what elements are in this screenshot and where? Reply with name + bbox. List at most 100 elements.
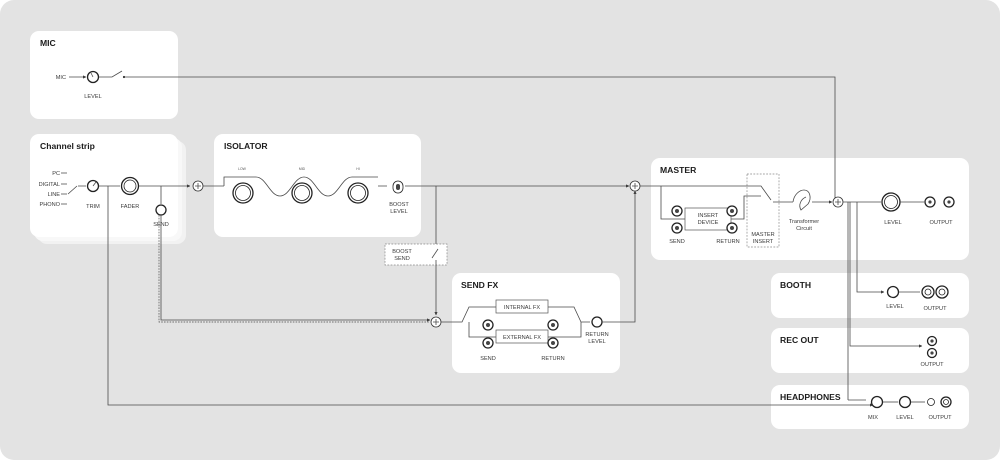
return-level-label-2: LEVEL xyxy=(588,339,605,345)
boost-send-box xyxy=(384,243,448,266)
transformer-label-1: Transformer xyxy=(789,219,819,225)
headphones-level-knob xyxy=(898,395,912,409)
master-return-jack-bottom-pin xyxy=(730,226,734,230)
isolator-hi-label: HI xyxy=(356,167,359,171)
transformer-icon xyxy=(792,189,811,211)
boost-send-label-1: BOOST xyxy=(392,249,412,255)
master-return-jack-top-pin xyxy=(730,209,734,213)
master-send-label: SEND xyxy=(669,239,685,245)
booth-output-label: OUTPUT xyxy=(924,306,948,312)
wire-insert-loop xyxy=(660,186,761,220)
master-output-jack-left-pin xyxy=(928,200,932,204)
channel-strip-section xyxy=(30,134,178,237)
headphones-mix-knob xyxy=(870,395,884,409)
external-fx-label: EXTERNAL FX xyxy=(503,335,541,341)
headphones-mini-jack xyxy=(927,398,935,406)
master-output-label: OUTPUT xyxy=(930,220,954,226)
wire-send-to-fx-sum xyxy=(160,215,431,322)
headphones-section xyxy=(771,385,969,429)
master-return-label: RETURN xyxy=(716,239,739,245)
fx-return-label: RETURN xyxy=(541,356,564,362)
isolator-low-label: LOW xyxy=(238,167,247,171)
input-selector-switch xyxy=(67,185,86,195)
wire-master-insert-path xyxy=(640,185,793,203)
output-summing-plus xyxy=(835,199,841,205)
isolator-filter-curve xyxy=(223,176,378,197)
return-level-label-1: RETURN xyxy=(585,332,608,338)
mic-input-label: MIC xyxy=(56,75,66,81)
channel-send-knob xyxy=(155,204,167,216)
rec-out-output-label: OUTPUT xyxy=(921,362,945,368)
insert-device-label-1: INSERT xyxy=(698,213,719,219)
mic-level-knob-pointer xyxy=(90,72,94,78)
boost-send-switch xyxy=(431,248,439,259)
master-insert-box xyxy=(746,173,780,248)
fx-send-label: SEND xyxy=(480,356,496,362)
master-insert-label-2: INSERT xyxy=(753,239,774,245)
fx-send-jack-top-pin xyxy=(486,323,490,327)
fx-return-jack-bottom-pin xyxy=(551,341,555,345)
wire-cue-to-headphones xyxy=(107,186,874,407)
internal-fx-box xyxy=(495,299,549,314)
input-line-label: LINE xyxy=(48,192,61,198)
isolator-hi-knob-inner xyxy=(350,185,366,201)
trim-label: TRIM xyxy=(86,204,100,210)
insert-device-label-2: DEVICE xyxy=(698,220,719,226)
headphones-level-label: LEVEL xyxy=(896,415,913,421)
headphones-output-jack-inner xyxy=(943,399,949,405)
channel-summing-plus xyxy=(195,183,201,189)
master-insert-label-1: MASTER xyxy=(751,232,774,238)
booth-output-jack-left-inner xyxy=(924,288,932,296)
input-phono-label: PHONO xyxy=(39,202,60,208)
fader-label: FADER xyxy=(121,204,140,210)
wire-mic-to-master xyxy=(99,70,836,198)
wire-input-leads xyxy=(61,172,67,205)
master-send-jack-top-pin xyxy=(675,209,679,213)
channel-strip-title: Channel strip xyxy=(40,141,95,151)
send-fx-title: SEND FX xyxy=(461,280,499,290)
mic-title: MIC xyxy=(40,38,56,48)
external-fx-box xyxy=(495,329,549,344)
wire-to-booth xyxy=(856,202,885,294)
trim-knob-pointer xyxy=(92,181,97,187)
wire-send-dotted-a xyxy=(158,215,430,323)
master-summing-plus xyxy=(632,183,638,189)
isolator-low-knob-inner xyxy=(235,185,251,201)
boost-send-label-2: SEND xyxy=(394,256,410,262)
booth-title: BOOTH xyxy=(780,280,812,290)
isolator-mid-label: MID xyxy=(299,167,306,171)
rec-out-jack-bottom-pin xyxy=(930,351,934,355)
wire-send-fx-paths xyxy=(441,306,590,338)
wire-to-rec-out xyxy=(849,202,923,348)
input-digital-label: DIGITAL xyxy=(39,182,60,188)
fx-summing-plus xyxy=(433,319,439,325)
booth-level-label: LEVEL xyxy=(886,304,903,310)
master-title: MASTER xyxy=(660,165,697,175)
boost-level-switch-thumb xyxy=(396,184,400,190)
rec-out-jack-top-pin xyxy=(930,339,934,343)
boost-level-label-2: LEVEL xyxy=(390,209,407,215)
return-level-knob xyxy=(591,316,603,328)
wire-fx-return-to-master xyxy=(602,190,637,323)
boost-level-label-1: BOOST xyxy=(389,202,409,208)
fx-return-jack-top-pin xyxy=(551,323,555,327)
mic-section xyxy=(30,31,178,119)
insert-device-box xyxy=(684,207,732,231)
input-pc-label: PC xyxy=(52,171,60,177)
booth-level-knob xyxy=(886,285,900,299)
booth-output-jack-right-inner xyxy=(938,288,946,296)
master-output-jack-right-pin xyxy=(947,200,951,204)
booth-section xyxy=(771,273,969,318)
master-send-jack-bottom-pin xyxy=(675,226,679,230)
master-level-knob-inner xyxy=(884,195,898,209)
mic-level-label: LEVEL xyxy=(84,94,101,100)
internal-fx-label: INTERNAL FX xyxy=(504,305,540,311)
isolator-mid-knob-inner xyxy=(294,185,310,201)
fader-knob-inner xyxy=(123,179,137,193)
fx-send-jack-bottom-pin xyxy=(486,341,490,345)
isolator-title: ISOLATOR xyxy=(224,141,268,151)
headphones-mix-label: MIX xyxy=(868,415,878,421)
headphones-output-label: OUTPUT xyxy=(929,415,953,421)
